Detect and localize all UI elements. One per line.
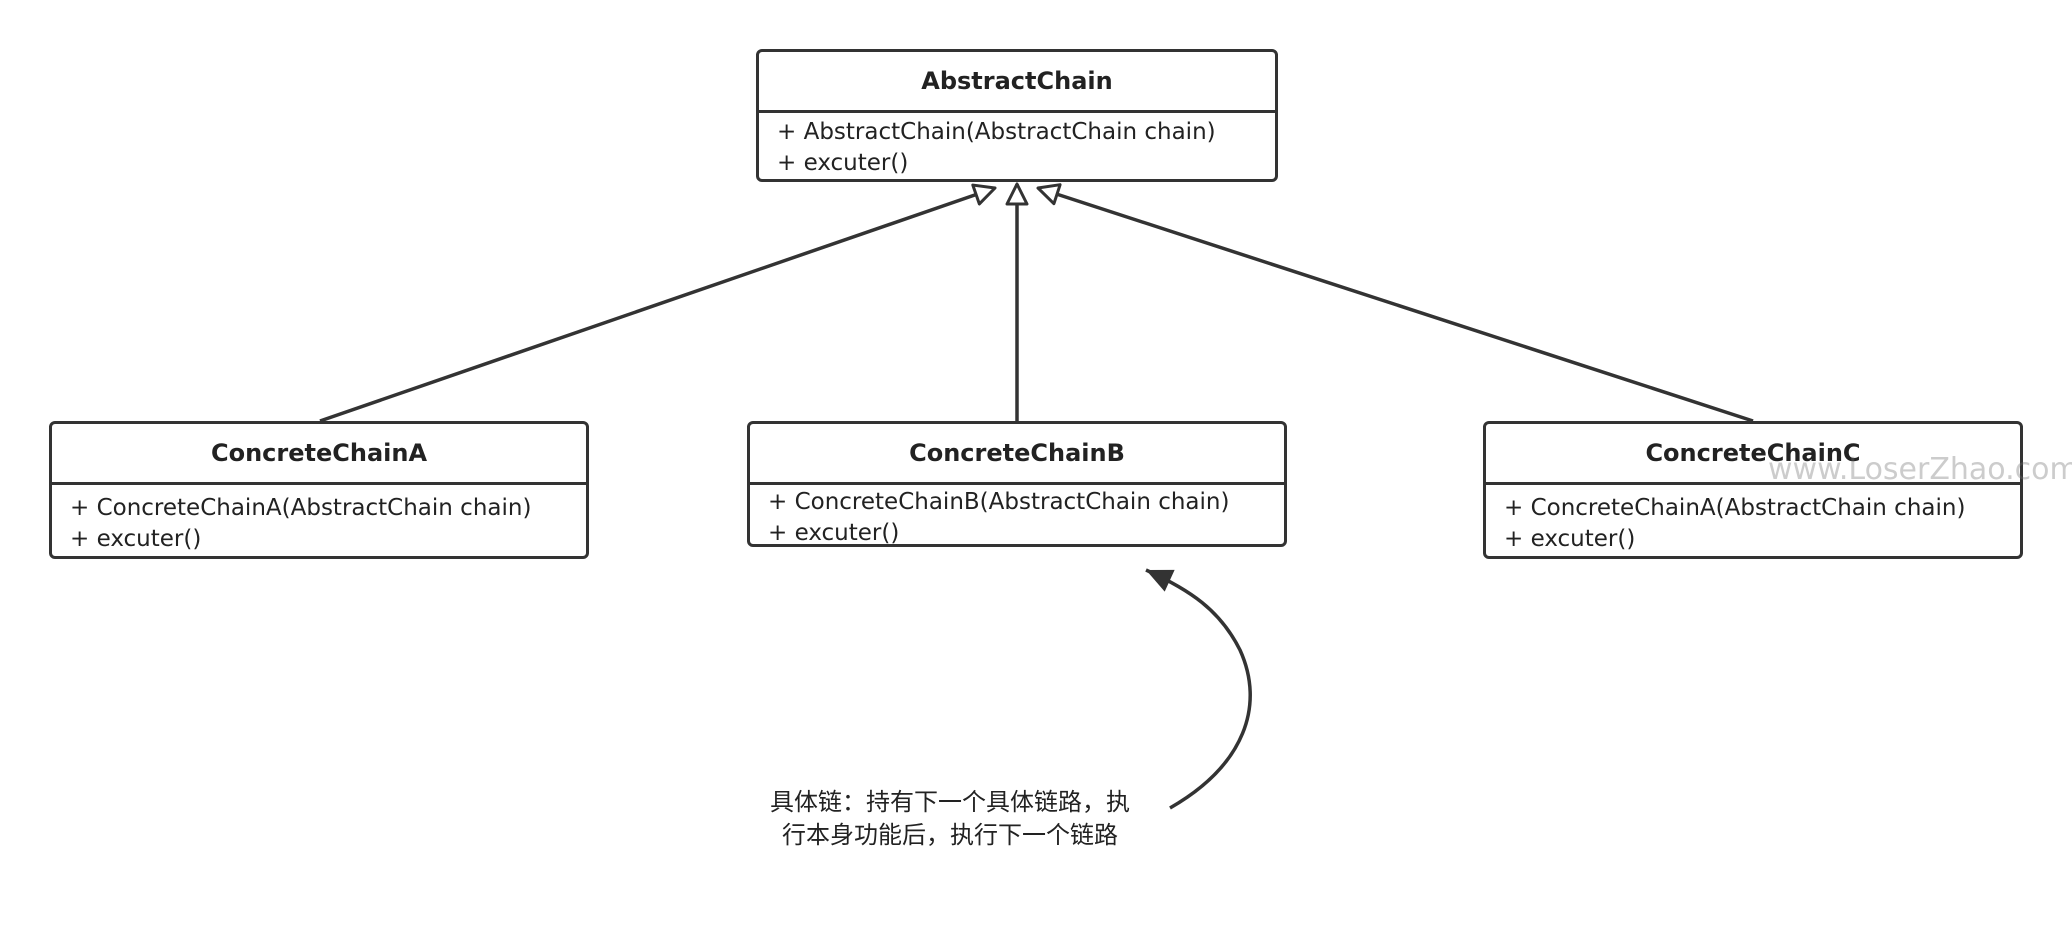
class-name: ConcreteChainB (750, 424, 1284, 485)
class-concrete-chain-b[interactable]: ConcreteChainB + ConcreteChainB(Abstract… (747, 421, 1287, 547)
member: + AbstractChain(AbstractChain chain) (777, 119, 1216, 145)
watermark: www.LoserZhao.com (1768, 452, 2072, 487)
member: + excuter() (777, 150, 909, 176)
class-name: ConcreteChainA (52, 424, 586, 485)
class-members: + AbstractChain(AbstractChain chain) + e… (759, 113, 1275, 179)
class-members: + ConcreteChainA(AbstractChain chain) + … (1486, 485, 2020, 555)
annotation-note: 具体链：持有下一个具体链路，执 行本身功能后，执行下一个链路 (740, 786, 1160, 852)
class-abstract-chain[interactable]: AbstractChain + AbstractChain(AbstractCh… (756, 49, 1278, 182)
note-line: 具体链：持有下一个具体链路，执 (770, 788, 1130, 816)
class-concrete-chain-c[interactable]: ConcreteChainC + ConcreteChainA(Abstract… (1483, 421, 2023, 559)
class-concrete-chain-a[interactable]: ConcreteChainA + ConcreteChainA(Abstract… (49, 421, 589, 559)
class-members: + ConcreteChainB(AbstractChain chain) + … (750, 485, 1284, 549)
member: + ConcreteChainA(AbstractChain chain) (1504, 495, 1966, 521)
member: + excuter() (1504, 526, 1636, 552)
generalization-c-line (1036, 183, 1754, 423)
class-members: + ConcreteChainA(AbstractChain chain) + … (52, 485, 586, 555)
note-line: 行本身功能后，执行下一个链路 (782, 821, 1118, 849)
class-name: ConcreteChainC (1486, 424, 2020, 485)
member: + excuter() (70, 526, 202, 552)
member: + ConcreteChainB(AbstractChain chain) (768, 489, 1230, 515)
generalization-a-line (319, 183, 997, 423)
note-arrow (1145, 568, 1252, 810)
class-name: AbstractChain (759, 52, 1275, 113)
member: + ConcreteChainA(AbstractChain chain) (70, 495, 532, 521)
member: + excuter() (768, 520, 900, 546)
